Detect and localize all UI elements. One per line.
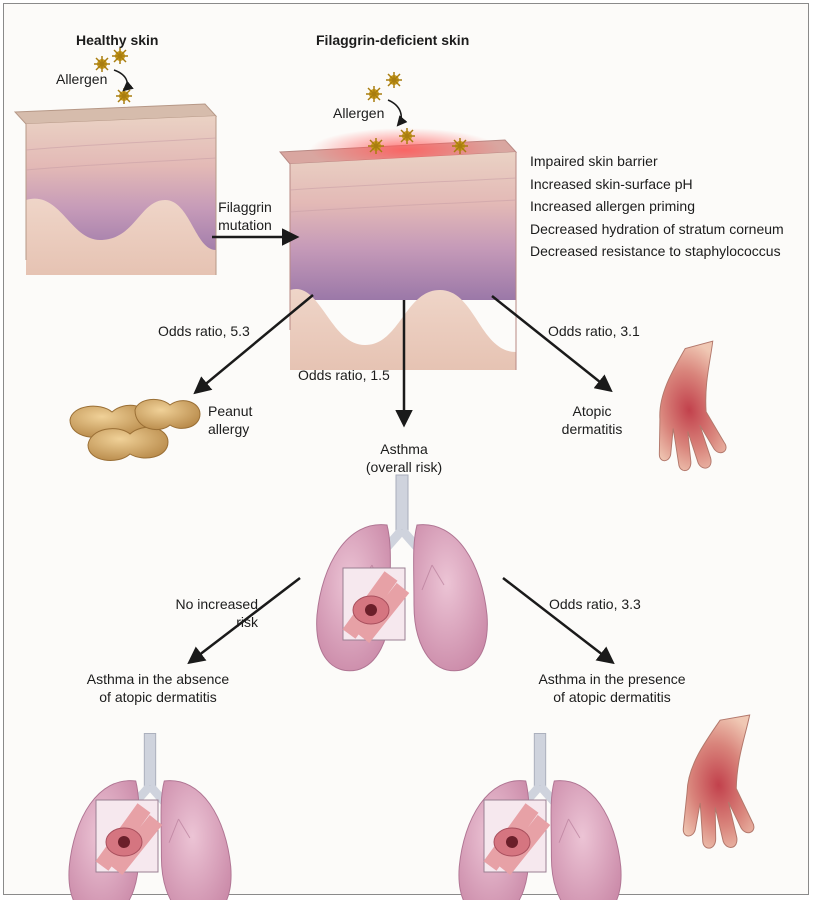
allergen-icon [385,71,403,89]
odds-dermatitis-label: Odds ratio, 3.1 [548,323,640,339]
effect-item: Decreased resistance to staphylococcus [530,243,781,259]
allergen-icon [451,137,469,155]
effect-item: Impaired skin barrier [530,153,658,169]
asthma-with-ad-arrow [502,577,615,665]
odds-asthma-label: Odds ratio, 1.5 [298,367,390,383]
asthma-with-ad-label: Asthma in the presence of atopic dermati… [538,671,686,705]
dermatitis-hand-illustration [665,714,773,856]
allergen-label: Allergen [333,105,385,121]
mutation-label: Filaggrin mutation [218,199,272,233]
odds-asthma-with-ad-label: Odds ratio, 3.3 [549,596,641,612]
airway-inset-illustration [96,800,158,872]
allergen-arrow [387,99,408,127]
airway-inset-illustration [484,800,546,872]
healthy-skin-illustration [13,103,218,275]
effect-item: Decreased hydration of stratum corneum [530,220,784,237]
allergen-icon [111,47,129,65]
atopic-dermatitis-label: Atopic dermatitis [561,403,623,437]
allergen-arrow [113,69,134,92]
dermatitis-hand-illustration [633,340,745,480]
airway-inset-illustration [343,568,405,640]
allergen-icon [365,85,383,103]
odds-peanut-label: Odds ratio, 5.3 [158,323,250,339]
effect-item: Increased skin-surface pH [530,175,693,192]
no-increased-risk-label: No increased risk [175,596,259,630]
asthma-without-ad-arrow [187,577,301,665]
allergen-icon [367,137,385,155]
allergen-label: Allergen [56,71,108,87]
peanut-arrow [193,294,314,395]
dermatitis-arrow [491,295,613,393]
asthma-without-ad-label: Asthma in the absence of atopic dermatit… [86,671,230,705]
barrier-effects-list: Impaired skin barrier Increased skin-sur… [530,150,784,263]
peanut-illustration [69,398,201,461]
effect-item: Increased allergen priming [530,198,695,214]
healthy-skin-heading: Healthy skin [76,32,159,48]
asthma-overall-label: Asthma (overall risk) [365,441,443,475]
peanut-allergy-label: Peanut allergy [208,403,253,437]
deficient-skin-illustration [278,128,518,370]
allergen-icon [398,127,416,145]
allergen-icon [115,87,133,105]
deficient-skin-heading: Filaggrin-deficient skin [316,32,470,48]
